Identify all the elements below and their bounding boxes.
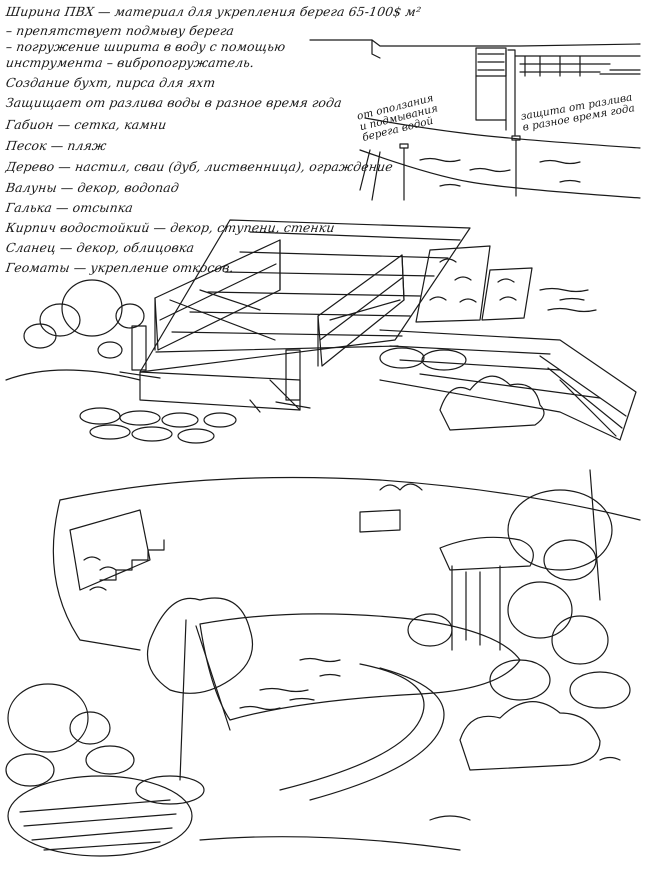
cross-section-diagram [309, 39, 641, 201]
pond-sketch [5, 469, 641, 857]
pier-sketch [5, 219, 637, 444]
